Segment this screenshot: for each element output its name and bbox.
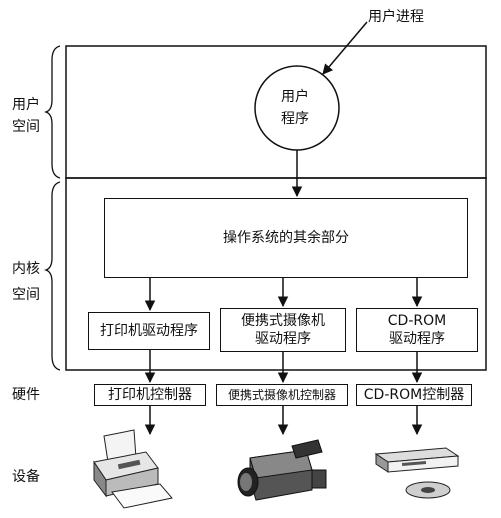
camcorder-driver-label-line2: 驱动程序 [255, 331, 311, 347]
cdrom-drive-icon [374, 447, 460, 499]
camcorder-controller-label: 便携式摄像机控制器 [227, 388, 336, 402]
user-process-label: 用户进程 [368, 9, 424, 25]
camcorder-driver-box: 便携式摄像机 驱动程序 [220, 308, 346, 352]
kernel-space-brace [43, 181, 61, 371]
cdrom-controller-label: CD-ROM控制器 [363, 387, 465, 403]
kernel-space-label-line2: 空间 [12, 287, 40, 303]
camcorder-controller-box: 便携式摄像机控制器 [216, 384, 348, 406]
cdrom-driver-box: CD-ROM 驱动程序 [356, 308, 478, 352]
user-space-label-line2: 空间 [12, 119, 40, 135]
os-rest-label: 操作系统的其余部分 [223, 230, 349, 246]
kernel-space-label-line1: 内核 [12, 261, 40, 277]
cdrom-driver-label-line1: CD-ROM [387, 313, 447, 329]
printer-controller-box: 打印机控制器 [94, 384, 206, 406]
printer-controller-label: 打印机控制器 [108, 387, 192, 403]
user-space-label-line1: 用户 [12, 97, 40, 113]
hardware-label: 硬件 [12, 387, 40, 403]
cdrom-controller-box: CD-ROM控制器 [356, 384, 472, 406]
cdrom-driver-label-line2: 驱动程序 [389, 331, 445, 347]
devices-label: 设备 [12, 469, 40, 485]
camcorder-driver-label-line1: 便携式摄像机 [241, 313, 325, 329]
user-program-circle [254, 65, 340, 151]
printer-icon [93, 429, 173, 509]
user-program-label-line2: 程序 [281, 111, 309, 127]
user-process-arrow [322, 21, 368, 75]
user-space-brace [43, 45, 61, 179]
os-rest-box: 操作系统的其余部分 [104, 198, 468, 278]
user-program-label-line1: 用户 [281, 89, 309, 105]
camcorder-icon [237, 439, 327, 501]
printer-driver-box: 打印机驱动程序 [88, 312, 210, 350]
kernel-space-frame [65, 177, 487, 371]
printer-driver-label: 打印机驱动程序 [100, 323, 198, 339]
